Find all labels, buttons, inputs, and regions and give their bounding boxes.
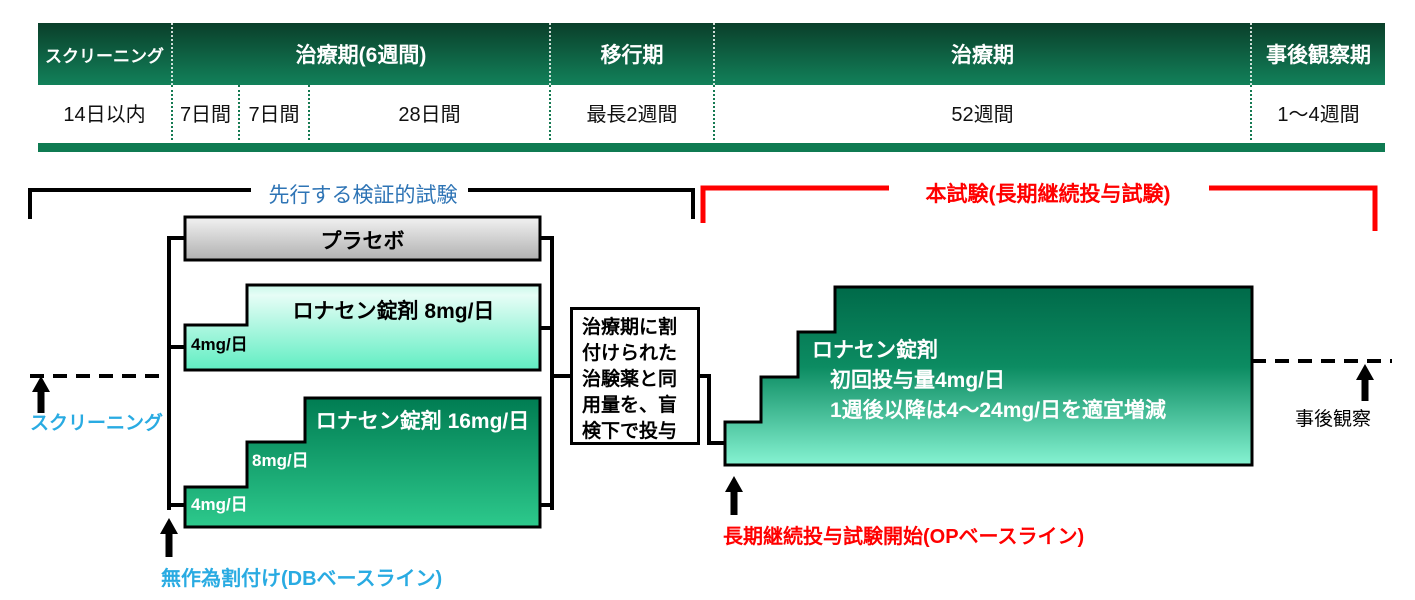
open-label-box xyxy=(723,285,1254,467)
randomization-up-arrow-icon xyxy=(160,518,178,557)
followup-up-arrow-icon xyxy=(1356,364,1374,401)
main-study-bracket-label: 本試験(長期継続投与試験) xyxy=(925,183,1171,206)
header-cell-transition: 移行期 xyxy=(551,23,715,85)
placebo-box xyxy=(183,215,542,262)
lonasen-16mg-label: ロナセン錠剤 16mg/日 xyxy=(315,410,530,433)
timeline-table: スクリーニング 治療期(6週間) 移行期 治療期 事後観察期 14日以内 7日間… xyxy=(38,23,1385,152)
open-label-dose-text: ロナセン錠剤 初回投与量4mg/日 1週後以降は4〜24mg/日を適宜増減 xyxy=(812,336,1166,426)
lonasen-8mg-step-4mg-label: 4mg/日 xyxy=(191,335,248,354)
transition-dose-line: 治験薬と同 xyxy=(582,369,678,390)
duration-cell-14days: 14日以内 xyxy=(38,85,173,140)
timeline-duration-row: 14日以内 7日間 7日間 28日間 最長2週間 52週間 1〜4週間 xyxy=(38,85,1385,140)
header-cell-treatment: 治療期 xyxy=(715,23,1252,85)
open-label-line1: ロナセン錠剤 xyxy=(812,339,938,362)
duration-cell-7days-2: 7日間 xyxy=(240,85,310,140)
op-baseline-annotation: 長期継続投与試験開始(OPベースライン) xyxy=(723,526,1085,548)
lonasen-8mg-label: ロナセン錠剤 8mg/日 xyxy=(292,300,495,323)
prior-study-bracket xyxy=(28,188,695,219)
screening-up-arrow-icon xyxy=(32,376,50,413)
duration-cell-52w: 52週間 xyxy=(715,85,1252,140)
transition-dose-line: 用量を、盲 xyxy=(582,395,678,416)
header-cell-screening: スクリーニング xyxy=(38,23,173,85)
header-cell-treatment-6w: 治療期(6週間) xyxy=(173,23,551,85)
op-baseline-up-arrow-icon xyxy=(725,476,743,515)
duration-cell-28days: 28日間 xyxy=(310,85,551,140)
transition-dose-line: 治療期に割 xyxy=(582,317,678,338)
main-study-bracket xyxy=(700,185,1378,231)
duration-cell-1to4w: 1〜4週間 xyxy=(1277,104,1360,126)
transition-dose-line: 付けられた xyxy=(582,343,678,364)
lonasen-16mg-step-8mg-label: 8mg/日 xyxy=(252,451,309,470)
transition-dose-line: 検下で投与 xyxy=(582,421,678,442)
timeline-header-row: スクリーニング 治療期(6週間) 移行期 治療期 事後観察期 xyxy=(38,23,1385,85)
prior-study-bracket-label: 先行する検証的試験 xyxy=(268,184,458,207)
open-label-line2: 初回投与量4mg/日 xyxy=(830,369,1006,392)
transition-dose-box: 治療期に割 付けられた 治験薬と同 用量を、盲 検下で投与 xyxy=(570,307,700,445)
duration-cell-7days-1: 7日間 xyxy=(173,85,240,140)
header-cell-followup: 事後観察期 xyxy=(1266,44,1371,67)
lonasen-16mg-box xyxy=(183,396,542,529)
randomization-annotation: 無作為割付け(DBベースライン) xyxy=(161,568,443,590)
screening-annotation: スクリーニング xyxy=(30,413,164,434)
followup-annotation: 事後観察 xyxy=(1295,409,1372,430)
open-label-line3: 1週後以降は4〜24mg/日を適宜増減 xyxy=(830,399,1167,422)
timeline-bottom-bar xyxy=(38,143,1385,152)
lonasen-8mg-box xyxy=(183,283,542,372)
lonasen-16mg-step-4mg-label: 4mg/日 xyxy=(191,495,248,514)
transition-to-openlabel-connector xyxy=(700,374,727,445)
placebo-label: プラセボ xyxy=(320,230,405,253)
duration-cell-max2w: 最長2週間 xyxy=(551,85,715,140)
